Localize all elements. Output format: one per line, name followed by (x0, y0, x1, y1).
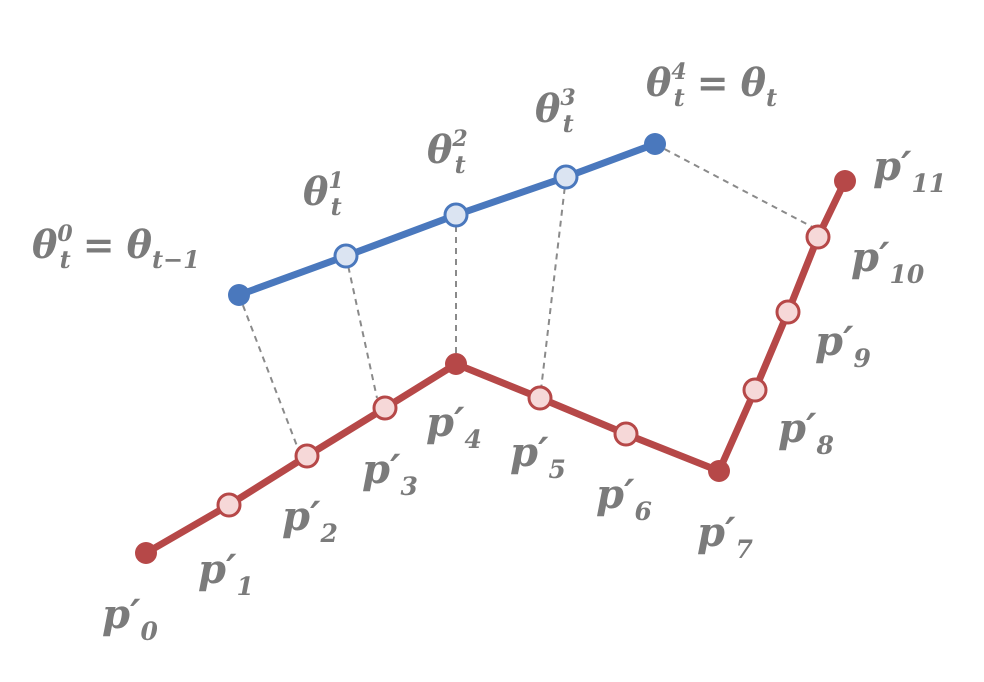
theta-node-0 (228, 284, 250, 306)
p-node-1 (216, 492, 242, 518)
p-path-line (142, 177, 849, 557)
p-node-0 (135, 542, 157, 564)
p-node-9 (775, 299, 801, 325)
p-label-0: p′0 (102, 591, 159, 646)
p-label-2: p′2 (282, 493, 338, 548)
p-path (135, 170, 856, 564)
theta-node-4 (644, 133, 666, 155)
p-label-8: p′8 (778, 405, 834, 460)
p-node-6 (613, 421, 639, 447)
link-theta1-p3 (345, 255, 378, 399)
p-node-10 (805, 224, 831, 250)
p-label-7: p′7 (697, 509, 754, 564)
p-label-1: p′1 (198, 546, 254, 601)
link-theta4-p10 (654, 143, 819, 231)
p-label-4: p′4 (426, 399, 482, 454)
link-theta0-p2 (238, 294, 298, 447)
p-node-5 (527, 385, 553, 411)
p-node-7 (708, 460, 730, 482)
theta-path (228, 133, 666, 306)
p-label-6: p′6 (596, 471, 652, 526)
p-label-5: p′5 (510, 429, 566, 484)
p-node-2 (294, 443, 320, 469)
p-labels: p′0 p′1 p′2 p′3 p′4 p′5 p′6 p′7 p′8 p′9 … (102, 143, 946, 646)
theta-node-3 (553, 164, 579, 190)
link-theta3-p5 (539, 176, 567, 399)
p-label-9: p′9 (815, 318, 871, 373)
p-node-3 (372, 395, 398, 421)
p-label-10: p′10 (851, 234, 925, 289)
p-node-11 (834, 170, 856, 192)
p-label-3: p′3 (362, 446, 418, 501)
dashed-links (238, 143, 819, 447)
theta-node-2 (443, 202, 469, 228)
theta-node-1 (333, 243, 359, 269)
p-node-4 (445, 353, 467, 375)
p-label-11: p′11 (873, 143, 946, 198)
p-node-8 (742, 377, 768, 403)
